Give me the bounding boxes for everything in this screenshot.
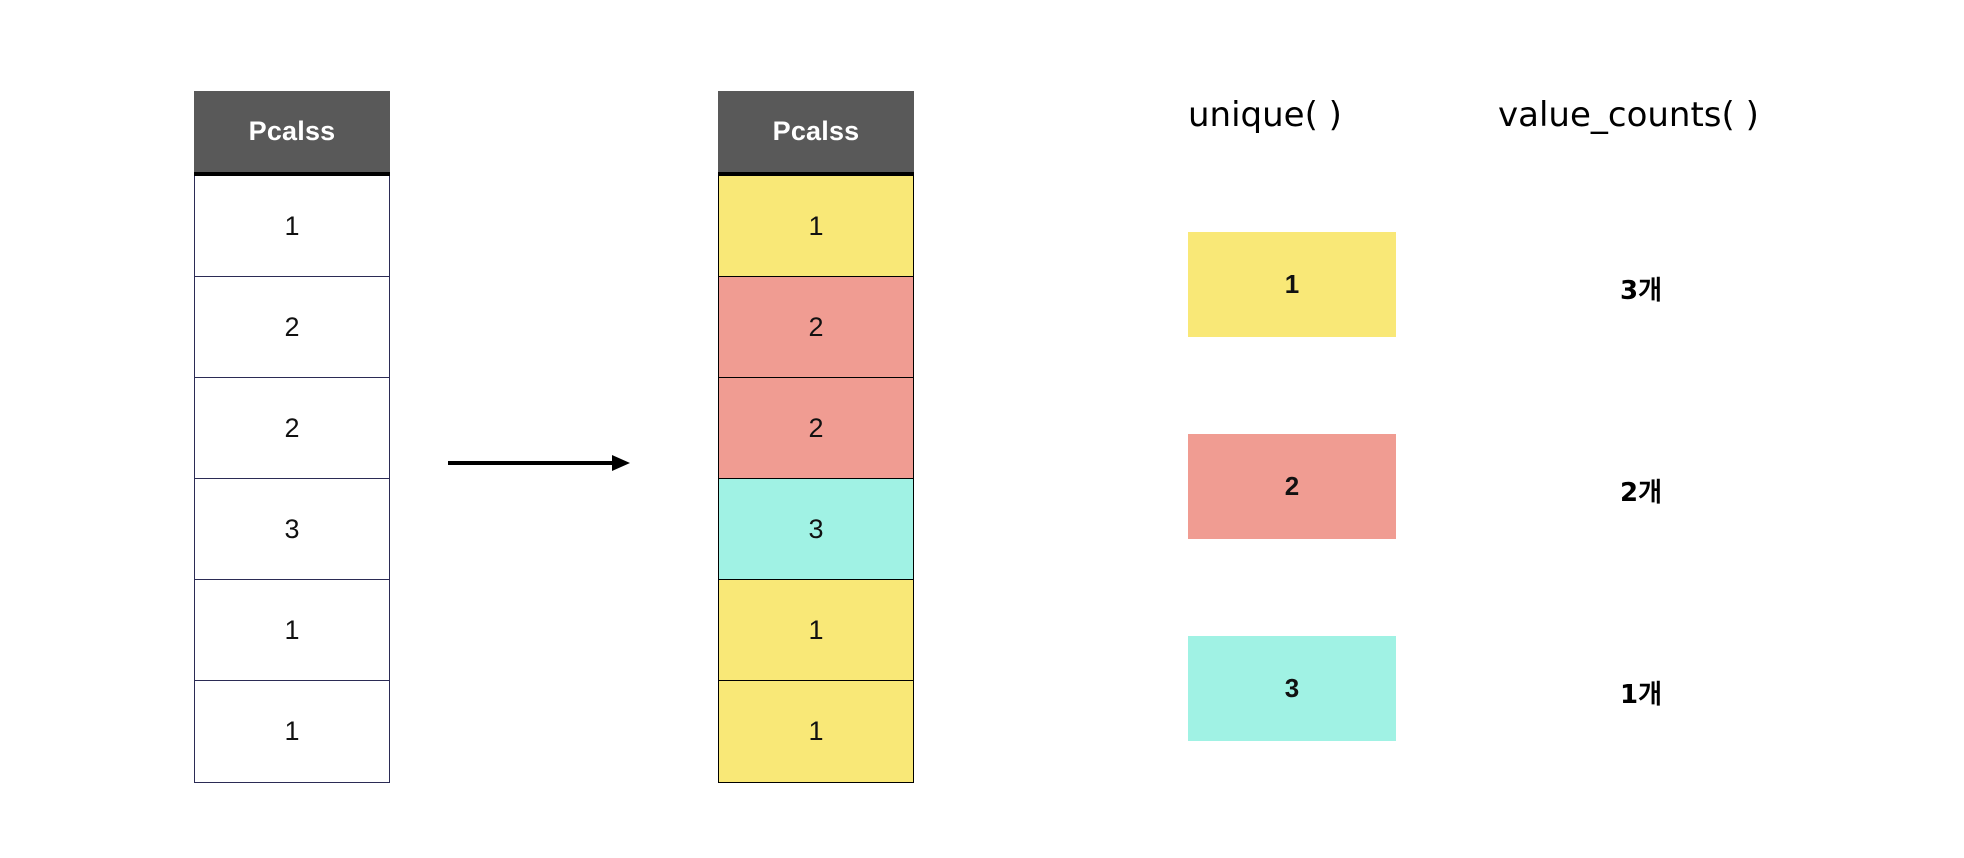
value-counts-heading: value_counts( ) <box>1498 95 1759 135</box>
unique-value-box: 2 <box>1188 434 1396 539</box>
unique-value-box: 3 <box>1188 636 1396 741</box>
table-row: 3 <box>195 479 389 580</box>
unique-value-text: 2 <box>1284 471 1300 501</box>
cell-value: 1 <box>808 716 824 746</box>
table-row: 2 <box>719 277 913 378</box>
value-count-label: 2개 <box>1620 478 1663 508</box>
colored-table-header: Pcalss <box>718 91 914 176</box>
cell-value: 1 <box>284 210 300 241</box>
unique-heading: unique( ) <box>1188 95 1342 135</box>
value-count-label: 1개 <box>1620 680 1663 710</box>
table-row: 1 <box>195 681 389 782</box>
unique-value-box: 1 <box>1188 232 1396 337</box>
value-count-label: 3개 <box>1620 276 1663 306</box>
cell-value: 1 <box>808 614 824 645</box>
source-table-header: Pcalss <box>194 91 390 176</box>
table-row: 2 <box>719 378 913 479</box>
table-row: 3 <box>719 479 913 580</box>
table-row: 1 <box>195 580 389 681</box>
unique-value-text: 3 <box>1284 673 1300 703</box>
table-row: 1 <box>719 176 913 277</box>
cell-value: 3 <box>808 513 824 544</box>
source-table-body: 1 2 2 3 1 1 <box>194 176 390 783</box>
table-row: 1 <box>719 580 913 681</box>
transform-arrow <box>448 455 630 471</box>
table-row: 2 <box>195 378 389 479</box>
cell-value: 2 <box>284 412 300 443</box>
unique-value-text: 1 <box>1284 269 1300 299</box>
cell-value: 2 <box>808 412 824 443</box>
table-row: 2 <box>195 277 389 378</box>
table-row: 1 <box>719 681 913 782</box>
cell-value: 2 <box>284 311 300 342</box>
cell-value: 1 <box>284 614 300 645</box>
colored-table-body: 1 2 2 3 1 1 <box>718 176 914 783</box>
source-table: Pcalss 1 2 2 3 1 1 <box>194 91 390 783</box>
cell-value: 3 <box>284 513 300 544</box>
cell-value: 1 <box>284 716 300 746</box>
table-row: 1 <box>195 176 389 277</box>
cell-value: 2 <box>808 311 824 342</box>
cell-value: 1 <box>808 210 824 241</box>
colored-table: Pcalss 1 2 2 3 1 1 <box>718 91 914 783</box>
